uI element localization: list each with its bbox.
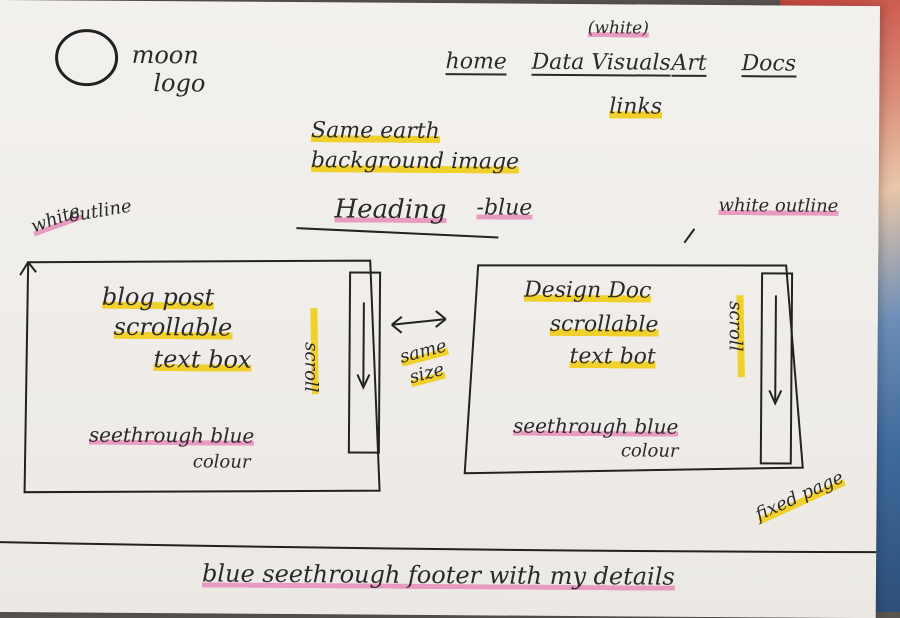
left-scrollbar-track: [347, 271, 382, 454]
left-box-line-3: text box: [153, 345, 252, 374]
background-note-line-1: Same earth: [311, 118, 440, 145]
left-box-corner-arrow: [19, 261, 37, 276]
right-scrollbar-thumb: [774, 295, 777, 401]
page-heading: Heading: [334, 194, 447, 226]
right-scrollbar-arrow-icon: [768, 389, 783, 406]
footer-note: blue seethrough footer with my details: [201, 559, 675, 591]
right-box-fill-note-1: seethrough blue: [512, 413, 679, 439]
right-box-line-3: text bot: [569, 343, 656, 370]
left-box-fill-note-1: seethrough blue: [88, 422, 255, 448]
same-size-arrow-icon: [391, 310, 447, 334]
nav-item-art[interactable]: Art: [671, 50, 707, 77]
left-box-outline: [23, 259, 381, 494]
left-scrollbar-arrow-icon: [356, 374, 371, 390]
nav-links-note: links: [609, 94, 663, 120]
left-scroll-yellow-mark: [310, 308, 319, 395]
wireframe-sheet: moon logo (white) home Data Visuals Art …: [0, 0, 880, 618]
right-scroll-label[interactable]: scroll: [724, 301, 746, 352]
outline-note-right: white outline: [718, 195, 839, 217]
nav-item-docs[interactable]: Docs: [741, 51, 797, 78]
nav-item-data-visuals[interactable]: Data Visuals: [531, 49, 671, 77]
right-box-line-2: scrollable: [549, 311, 659, 338]
left-box-line-1: blog post: [101, 282, 215, 312]
left-box-fill-note-2: colour: [192, 451, 251, 473]
right-box-fill-note-2: colour: [620, 440, 679, 462]
logo-name: moon: [131, 40, 199, 70]
footer-divider: [0, 540, 877, 554]
left-scroll-label[interactable]: scroll: [300, 342, 322, 393]
heading-colour-note: -blue: [476, 195, 533, 221]
nav-item-home[interactable]: home: [445, 49, 507, 76]
left-scrollbar-thumb: [362, 302, 365, 388]
right-box-line-1: Design Doc: [523, 277, 652, 304]
moon-logo-icon: [55, 29, 119, 87]
heading-underline: [296, 227, 499, 239]
right-scrollbar-track: [759, 272, 794, 465]
nav-annotation: (white): [587, 18, 649, 39]
left-box-line-2: scrollable: [113, 312, 233, 342]
logo-label: logo: [153, 69, 206, 98]
right-box-outline: [463, 264, 804, 475]
footer-note-text: blue seethrough footer with my details: [201, 559, 675, 591]
wireframe-ink-layer: [0, 29, 877, 554]
background-note-line-2: background image: [310, 148, 520, 175]
right-scroll-yellow-mark: [736, 295, 745, 378]
pointer-tick: [683, 228, 696, 244]
